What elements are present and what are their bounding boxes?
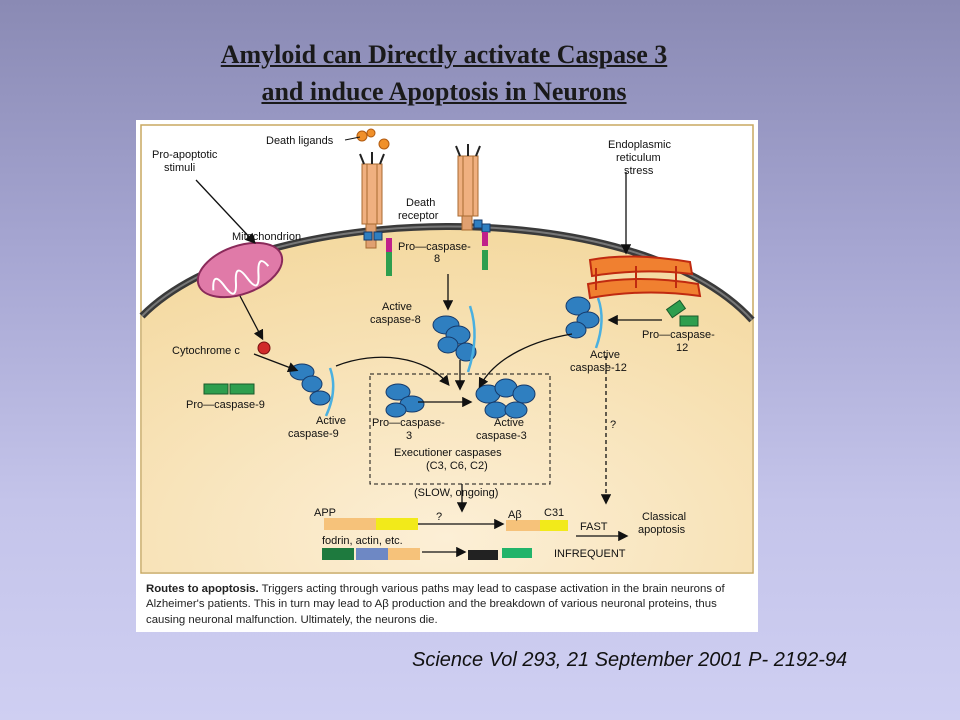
executioner-box [369, 373, 551, 485]
label-procaspase8-1: Pro—caspase- [398, 241, 471, 253]
active-caspase-12-blob [565, 296, 603, 349]
label-procaspase3-1: Pro—caspase- [372, 417, 445, 429]
label-executioner-1: Executioner caspases [394, 447, 502, 459]
label-abeta: Aβ [508, 509, 522, 521]
label-q2: ? [436, 511, 442, 523]
label-active-c3-1: Active [494, 417, 524, 429]
apoptosis-figure: Death ligands Pro-apoptotic stimuli Endo… [136, 120, 758, 632]
citation: Science Vol 293, 21 September 2001 P- 21… [412, 649, 848, 671]
cytochrome-c-dot [257, 341, 271, 355]
label-death-receptor-1: Death [406, 197, 435, 209]
caption-text: Triggers acting through various paths ma… [146, 583, 725, 626]
title-line-2: and induce Apoptosis in Neurons [261, 77, 627, 106]
label-active-c12-1: Active [590, 349, 620, 361]
figure-caption: Routes to apoptosis. Triggers acting thr… [146, 582, 750, 628]
label-classical-1: Classical [642, 511, 686, 523]
label-pro-apoptotic-1: Pro-apoptotic [152, 149, 218, 161]
label-infrequent: INFREQUENT [554, 548, 626, 560]
label-c31: C31 [544, 507, 564, 519]
label-app: APP [314, 507, 336, 519]
label-er-1: Endoplasmic [608, 139, 671, 151]
label-active-c3-2: caspase-3 [476, 430, 527, 442]
label-death-receptor-2: receptor [398, 210, 439, 222]
death-ligands [344, 128, 390, 150]
endoplasmic-reticulum [586, 255, 702, 300]
c31-bar [540, 520, 568, 531]
cytoplasm [142, 226, 752, 573]
label-q1: ? [610, 419, 616, 431]
label-er-2: reticulum [616, 152, 661, 164]
caption-bold: Routes to apoptosis. [146, 583, 259, 595]
title-line-1: Amyloid can Directly activate Caspase 3 [220, 40, 668, 69]
label-classical-2: apoptosis [638, 524, 686, 536]
label-procaspase8-2: 8 [434, 253, 440, 265]
app-bar [324, 518, 418, 530]
active-caspase-3-blob [475, 378, 536, 419]
label-death-ligands: Death ligands [266, 135, 334, 147]
abeta-bar [506, 520, 540, 531]
procaspase-12-block [665, 299, 699, 327]
label-active-c8-2: caspase-8 [370, 314, 421, 326]
label-slow: (SLOW, ongoing) [414, 487, 498, 499]
label-fodrin: fodrin, actin, etc. [322, 535, 403, 547]
label-procaspase12-2: 12 [676, 342, 688, 354]
fodrin-bar [322, 548, 532, 560]
label-active-c9-1: Active [316, 415, 346, 427]
mitochondrion [196, 241, 284, 299]
label-active-c12-2: caspase-12 [570, 362, 627, 374]
label-cytochrome: Cytochrome c [172, 345, 240, 357]
label-pro-apoptotic-2: stimuli [164, 162, 195, 174]
label-er-3: stress [624, 165, 654, 177]
label-active-c8-1: Active [382, 301, 412, 313]
slide-title: Amyloid can Directly activate Caspase 3 … [0, 36, 888, 110]
pathway-diagram: Death ligands Pro-apoptotic stimuli Endo… [139, 124, 755, 574]
label-mitochondrion: Mitochondrion [232, 231, 301, 243]
death-receptor-left [359, 152, 392, 276]
death-receptor-right [455, 144, 491, 270]
label-active-c9-2: caspase-9 [288, 428, 339, 440]
label-fast: FAST [580, 521, 608, 533]
active-caspase-8-blob [432, 305, 477, 373]
label-procaspase9: Pro—caspase-9 [186, 399, 265, 411]
procaspase-9-block [203, 383, 255, 395]
label-executioner-2: (C3, C6, C2) [426, 460, 488, 472]
label-procaspase3-2: 3 [406, 430, 412, 442]
label-procaspase12-1: Pro—caspase- [642, 329, 715, 341]
procaspase-3-blob [385, 383, 425, 418]
